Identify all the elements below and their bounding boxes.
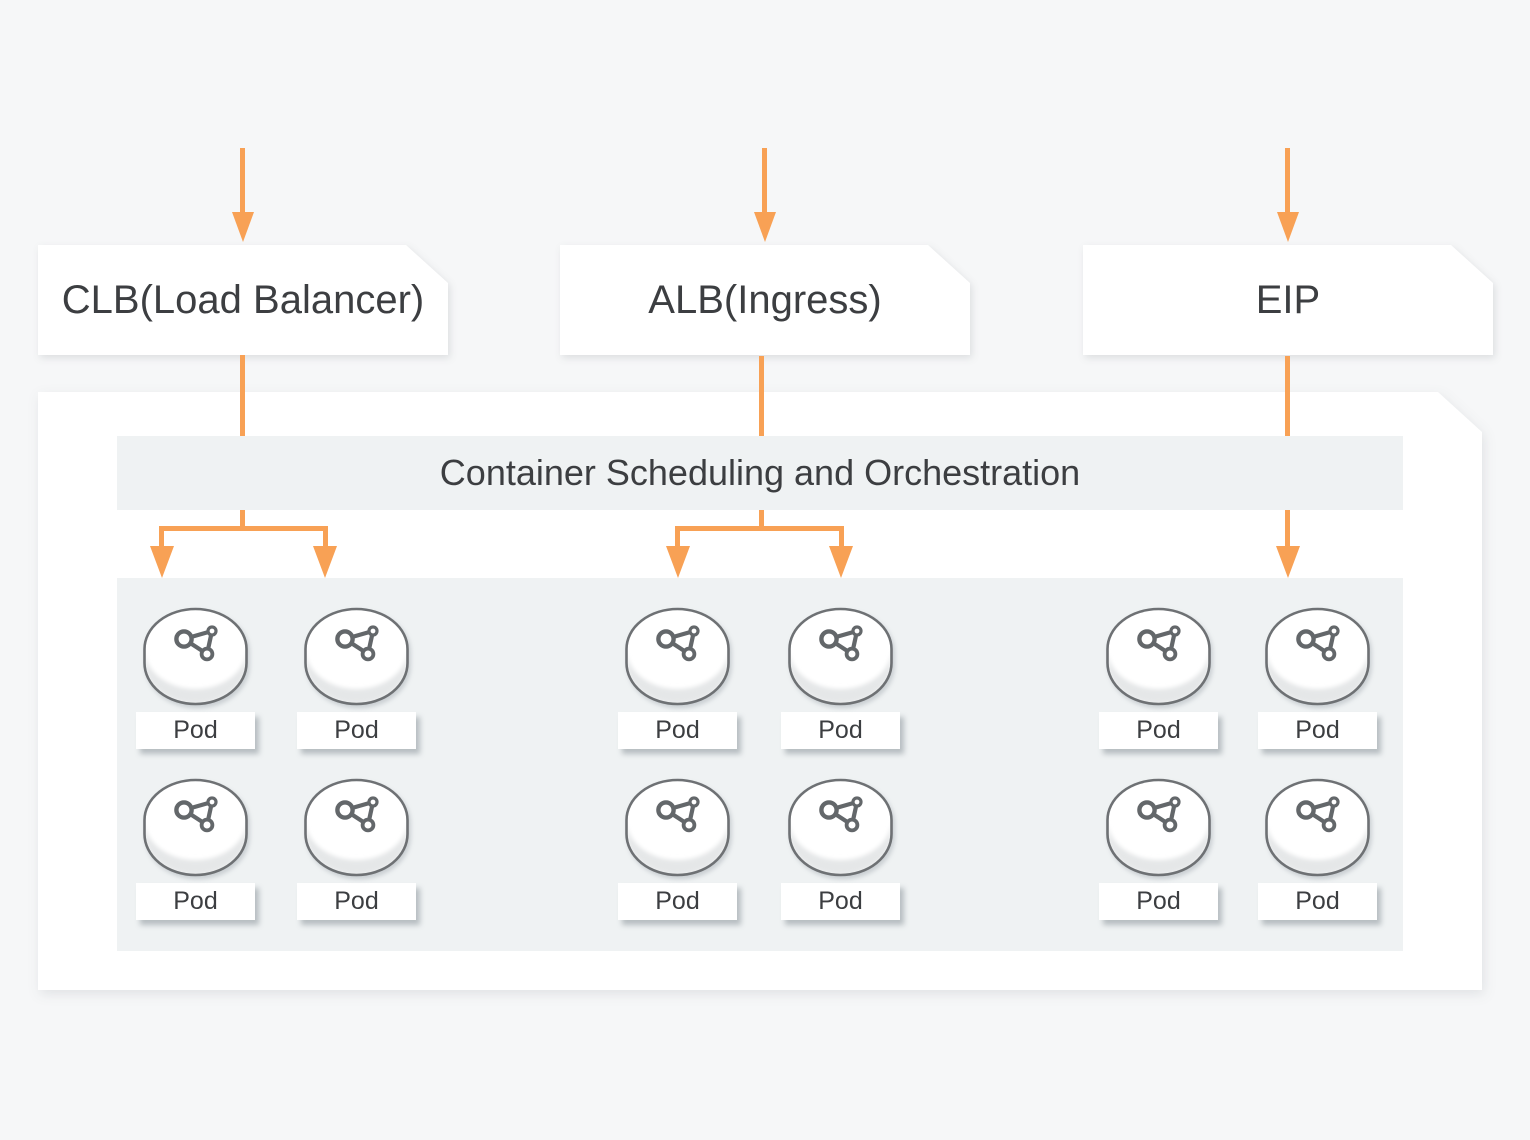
arrow-head-icon bbox=[232, 212, 254, 242]
pod: Pod bbox=[1258, 778, 1377, 920]
connector-bar bbox=[675, 526, 844, 531]
pod-label: Pod bbox=[781, 712, 900, 749]
pod: Pod bbox=[1099, 778, 1218, 920]
pod: Pod bbox=[618, 778, 737, 920]
pod: Pod bbox=[618, 607, 737, 749]
pod-cylinder-molecule-icon bbox=[142, 778, 249, 877]
pod-label: Pod bbox=[1099, 883, 1218, 920]
clb-card-title: CLB(Load Balancer) bbox=[61, 277, 425, 322]
pod-cylinder-molecule-icon bbox=[624, 778, 731, 877]
pod: Pod bbox=[1099, 607, 1218, 749]
pod: Pod bbox=[297, 607, 416, 749]
arrow-line bbox=[240, 148, 245, 214]
connector-stub bbox=[675, 526, 680, 547]
eip-card: EIP bbox=[1083, 245, 1493, 355]
connector-stub bbox=[323, 526, 328, 547]
pod-label: Pod bbox=[136, 883, 255, 920]
connector-stub bbox=[159, 526, 164, 547]
eip-card-face: EIP bbox=[1083, 245, 1493, 355]
pod-cylinder-molecule-icon bbox=[624, 607, 731, 706]
pod-cylinder-molecule-icon bbox=[1105, 778, 1212, 877]
pod: Pod bbox=[136, 607, 255, 749]
cluster-header-band: Container Scheduling and Orchestration bbox=[117, 436, 1403, 510]
alb-card-title: ALB(Ingress) bbox=[648, 277, 882, 322]
pod: Pod bbox=[136, 778, 255, 920]
arrow-head-icon bbox=[1276, 546, 1300, 578]
pod-cylinder-molecule-icon bbox=[1264, 778, 1371, 877]
arrow-head-icon bbox=[313, 546, 337, 578]
pod: Pod bbox=[297, 778, 416, 920]
pod-label: Pod bbox=[618, 712, 737, 749]
cluster-header-title: Container Scheduling and Orchestration bbox=[439, 452, 1081, 493]
arrow-head-icon bbox=[1277, 212, 1299, 242]
clb-card-face: CLB(Load Balancer) bbox=[38, 245, 448, 355]
pod-label: Pod bbox=[297, 883, 416, 920]
arrow-line bbox=[762, 148, 767, 214]
pod: Pod bbox=[781, 607, 900, 749]
pod: Pod bbox=[1258, 607, 1377, 749]
pod-label: Pod bbox=[1258, 712, 1377, 749]
pod: Pod bbox=[781, 778, 900, 920]
arrow-head-icon bbox=[666, 546, 690, 578]
arrow-head-icon bbox=[829, 546, 853, 578]
pod-cylinder-molecule-icon bbox=[787, 778, 894, 877]
connector-bar bbox=[159, 526, 328, 531]
pod-cylinder-molecule-icon bbox=[787, 607, 894, 706]
eip-card-title: EIP bbox=[1255, 277, 1321, 322]
pod-cylinder-molecule-icon bbox=[303, 607, 410, 706]
pod-label: Pod bbox=[297, 712, 416, 749]
alb-card-face: ALB(Ingress) bbox=[560, 245, 970, 355]
pod-cylinder-molecule-icon bbox=[1264, 607, 1371, 706]
arrow-head-icon bbox=[754, 212, 776, 242]
connector-stub bbox=[839, 526, 844, 547]
clb-card: CLB(Load Balancer) bbox=[38, 245, 448, 355]
pod-label: Pod bbox=[136, 712, 255, 749]
pod-label: Pod bbox=[618, 883, 737, 920]
arrow-line bbox=[1285, 148, 1290, 214]
pod-cylinder-molecule-icon bbox=[303, 778, 410, 877]
pod-label: Pod bbox=[1258, 883, 1377, 920]
pod-cylinder-molecule-icon bbox=[1105, 607, 1212, 706]
pod-label: Pod bbox=[781, 883, 900, 920]
pod-cylinder-molecule-icon bbox=[142, 607, 249, 706]
alb-card: ALB(Ingress) bbox=[560, 245, 970, 355]
pod-label: Pod bbox=[1099, 712, 1218, 749]
arrow-head-icon bbox=[150, 546, 174, 578]
